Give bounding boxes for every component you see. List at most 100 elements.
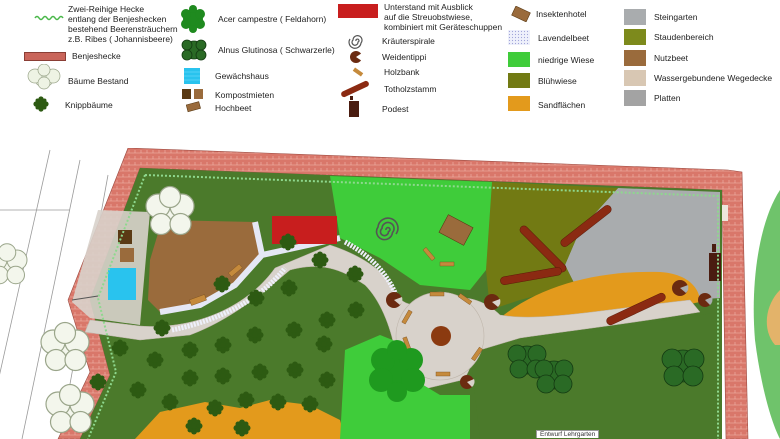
- legend-label: Podest: [382, 104, 409, 114]
- sand-swatch-icon: [508, 96, 530, 111]
- legend-label: Steingarten: [654, 12, 698, 22]
- crop-bed-swatch-icon: [624, 50, 646, 66]
- legend: Zwei-Reihige Hecke entlang der Benjeshec…: [0, 0, 780, 148]
- plan-title-note: Entwurf Lehrgarten: [536, 430, 600, 438]
- berry-hedge-line: [87, 174, 719, 439]
- legend-label: Staudenbereich: [654, 32, 714, 42]
- legend-label: Hochbeet: [215, 103, 252, 113]
- knipp-tree-icon: [33, 96, 49, 112]
- legend-item-insektenhotel: Insektenhotel: [510, 6, 587, 22]
- legend-label: Benjeshecke: [72, 51, 121, 61]
- legend-item-gewaechshaus: Gewächshaus: [184, 68, 269, 84]
- legend-label: Knippbäume: [65, 100, 113, 110]
- path-surface-swatch-icon: [624, 70, 646, 86]
- legend-item-podest: Podest: [348, 96, 408, 118]
- insect-hotel-icon: [511, 6, 531, 22]
- legend-label: Kompostmieten: [215, 90, 275, 100]
- legend-label: Weidentippi: [382, 52, 427, 62]
- legend-item-unterstand: Unterstand mit Ausblick auf die Streuobs…: [338, 2, 502, 32]
- insect-hotel: [438, 214, 474, 246]
- legend-label: Bäume Bestand: [68, 76, 129, 86]
- willow-tipis: [386, 280, 713, 389]
- legend-label: Kräuterspirale: [382, 36, 435, 46]
- side-marker: [722, 205, 728, 221]
- sand-area-right: [500, 271, 700, 330]
- legend-label: Holzbank: [384, 67, 420, 77]
- rock-garden-swatch-icon: [624, 9, 646, 25]
- bench-icon: [352, 67, 364, 77]
- legend-item-knippbaeume: Knippbäume: [33, 96, 113, 112]
- deadwood-trunks: [500, 205, 666, 326]
- legend-item-sandflaechen: Sandflächen: [508, 96, 585, 111]
- legend-label: Acer campestre ( Feldahorn): [218, 14, 327, 24]
- low-meadow-swatch-icon: [508, 52, 530, 67]
- benches: [189, 247, 483, 377]
- legend-item-niedrige-wiese: niedrige Wiese: [508, 52, 594, 67]
- hedge-swatch-icon: [34, 15, 64, 21]
- acer-trees: [369, 340, 425, 402]
- legend-item-lavendelbeet: Lavendelbeet: [508, 30, 589, 45]
- legend-label: Sandflächen: [538, 100, 586, 110]
- legend-item-alnus: Alnus Glutinosa ( Schwarzerle): [180, 36, 335, 64]
- main-path: [84, 244, 701, 391]
- entrance-gate: [71, 295, 99, 301]
- legend-label: Platten: [654, 93, 681, 103]
- trunk-icon: [341, 80, 369, 98]
- legend-label: Wassergebundene Wegedecke: [654, 73, 773, 83]
- sand-area-bottom: [135, 400, 345, 439]
- legend-label: niedrige Wiese: [538, 55, 595, 65]
- shelter-swatch-icon: [338, 4, 378, 18]
- lavender-strip: [171, 239, 401, 333]
- platform-icon: [349, 96, 359, 117]
- paving-swatch-icon: [624, 90, 646, 106]
- lavender-swatch-icon: [508, 30, 530, 45]
- acer-tree-icon: [181, 5, 205, 33]
- willow-tipi-icon: [350, 51, 364, 63]
- spiral-icon: [348, 35, 363, 49]
- legend-item-staudenbereich: Staudenbereich: [624, 29, 714, 45]
- legend-item-baeume-bestand: Bäume Bestand: [22, 64, 128, 90]
- compost-bins: [118, 230, 134, 262]
- compost-icon: [182, 89, 203, 99]
- legend-label: Blühwiese: [538, 76, 577, 86]
- legend-item-hochbeet: Hochbeet: [186, 101, 251, 113]
- neighbour-sand: [766, 290, 780, 345]
- legend-item-steingarten: Steingarten: [624, 9, 697, 25]
- legend-item-bluehwiese: Blühwiese: [508, 73, 577, 88]
- raised-bed-icon: [186, 101, 201, 113]
- legend-item-holzbank: Holzbank: [352, 66, 419, 78]
- alnus-tree-icon: [181, 39, 207, 61]
- greenhouse-icon: [184, 68, 200, 84]
- legend-item-kraeuterspirale: Kräuterspirale: [346, 33, 435, 49]
- entry-path: [72, 210, 150, 325]
- flower-meadow-swatch-icon: [508, 73, 530, 88]
- legend-item-hecke: Zwei-Reihige Hecke entlang der Benjeshec…: [34, 4, 178, 44]
- legend-label: Alnus Glutinosa ( Schwarzerle): [218, 45, 335, 55]
- legend-label: Unterstand mit Ausblick auf die Streuobs…: [384, 2, 503, 32]
- perennial-swatch-icon: [624, 29, 646, 45]
- legend-label: Nutzbeet: [654, 53, 689, 63]
- tree-outline-icon: [27, 64, 61, 90]
- herb-spiral: [375, 217, 399, 241]
- legend-item-kompostmieten: Kompostmieten: [182, 88, 274, 100]
- legend-item-benjeshecke: Benjeshecke: [24, 51, 121, 61]
- legend-label: Zwei-Reihige Hecke entlang der Benjeshec…: [68, 4, 178, 44]
- grass-strip-lower: [470, 312, 720, 439]
- site-plan: [0, 148, 780, 439]
- crop-bed-area: [148, 220, 262, 312]
- benjeshecke-swatch-icon: [24, 52, 66, 61]
- legend-label: Gewächshaus: [215, 71, 269, 81]
- legend-item-platten: Platten: [624, 90, 680, 106]
- legend-item-acer: Acer campestre ( Feldahorn): [178, 4, 326, 34]
- legend-label: Lavendelbeet: [538, 33, 590, 43]
- neighbour-area: [753, 190, 780, 439]
- legend-item-nutzbeet: Nutzbeet: [624, 50, 688, 66]
- legend-label: Totholzstamm: [384, 84, 437, 94]
- greenhouse: [108, 268, 136, 300]
- plaza-tree: [431, 326, 451, 346]
- low-meadow-area: [330, 176, 492, 290]
- legend-item-wegedecke: Wassergebundene Wegedecke: [624, 70, 772, 86]
- legend-item-weidentippi: Weidentippi: [348, 50, 426, 64]
- alnus-trees: [507, 344, 705, 394]
- legend-item-totholzstamm: Totholzstamm: [338, 78, 436, 100]
